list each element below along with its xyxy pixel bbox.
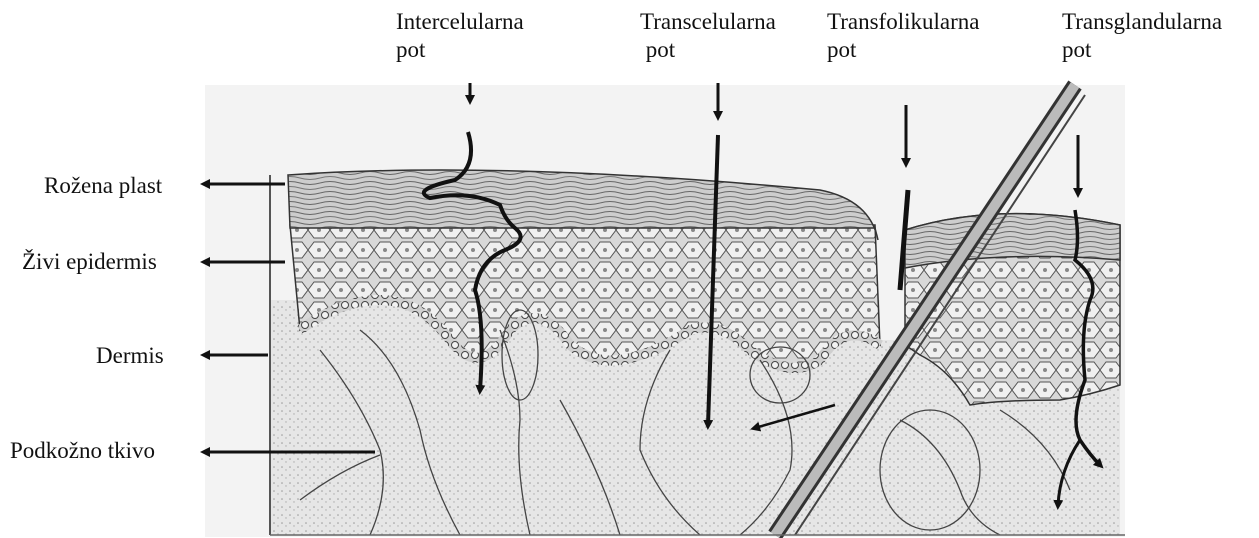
skin-cross-section-illustration xyxy=(0,0,1259,538)
skin-penetration-diagram: Intercelularna pot Transcelularna pot Tr… xyxy=(0,0,1259,538)
